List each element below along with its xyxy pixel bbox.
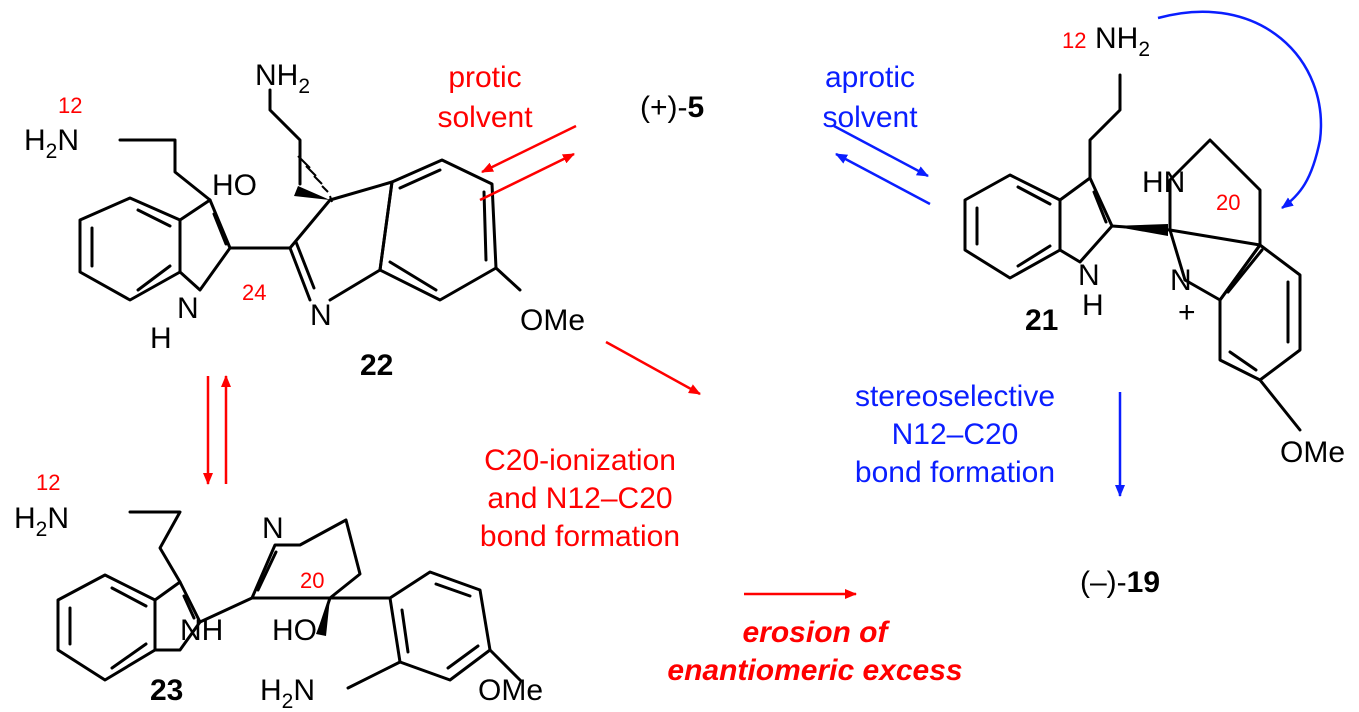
molecule-22-bonds — [78, 88, 522, 302]
arrow-5-to-22 — [481, 124, 577, 174]
arrow-21-to-5 — [835, 152, 931, 206]
molecule-22-nh2-label: NH2 — [255, 59, 310, 98]
arrow-22-to-ionization — [605, 340, 701, 396]
molecule-21-compound-number: 21 — [1025, 304, 1058, 337]
molecule-23-h2n-aniline-label: H2N — [260, 674, 315, 712]
molecule-21: 12 NH2 HN 20 N H N + OMe 21 — [963, 22, 1345, 469]
ionization-text-line3: bond formation — [480, 520, 680, 553]
erosion-text-line2: enantiomeric excess — [667, 654, 962, 687]
molecule-21-nh2-label: NH2 — [1095, 22, 1150, 61]
aprotic-label-line2: solvent — [822, 101, 918, 134]
molecule-23: 12 H2N N 20 NH HO H2N OMe 23 — [14, 470, 543, 712]
molecule-21-hn-label: HN — [1142, 166, 1185, 199]
molecule-22-indole-n-label: N — [177, 292, 199, 325]
stereo-text-line1: stereoselective — [855, 380, 1055, 413]
aprotic-label-line1: aprotic — [825, 61, 915, 94]
molecule-21-bonds — [963, 73, 1302, 432]
compound-5-label: (+)-5 — [640, 91, 704, 124]
molecule-22-ome-label: OMe — [520, 304, 585, 337]
molecule-23-compound-number: 23 — [150, 674, 183, 707]
ionization-text-line1: C20-ionization — [484, 444, 676, 477]
compound-19-label: (–)-19 — [1080, 566, 1160, 599]
stereo-text-line2: N12–C20 — [892, 418, 1019, 451]
molecule-21-indole-n-label: N — [1078, 259, 1100, 292]
protic-label-line2: solvent — [437, 101, 533, 134]
molecule-22-n12-label: 12 — [58, 93, 82, 118]
molecule-22-h2n-label: H2N — [24, 124, 79, 163]
molecule-23-ho-label: HO — [272, 614, 317, 647]
arrow-22-to-5 — [479, 152, 575, 202]
molecule-23-imine-n-label: N — [262, 512, 284, 545]
curved-arrow-nh2-attack — [1157, 10, 1323, 210]
molecule-23-wedge-bond — [316, 598, 330, 636]
molecule-21-n12-label: 12 — [1062, 28, 1086, 53]
molecule-22-imine-n-label: N — [310, 299, 332, 332]
arrow-5-to-21 — [833, 124, 929, 178]
molecule-21-plus-charge: + — [1178, 296, 1196, 329]
erosion-text-line1: erosion of — [742, 616, 890, 649]
molecule-22-wedge-bond — [294, 186, 330, 200]
molecule-21-imine-n-label: N — [1170, 264, 1192, 297]
molecule-22-c24-label: 24 — [242, 280, 266, 305]
molecule-21-wedge-bond — [1112, 224, 1168, 236]
molecule-22-indole-h-label: H — [150, 322, 172, 355]
stereo-text-line3: bond formation — [855, 456, 1055, 489]
molecule-23-nh-label: NH — [180, 614, 223, 647]
ionization-text-line2: and N12–C20 — [487, 482, 672, 515]
molecule-23-c20-label: 20 — [300, 568, 324, 593]
molecule-23-ome-label: OMe — [478, 674, 543, 707]
molecule-22-hash-bond — [297, 155, 333, 203]
molecule-22-compound-number: 22 — [360, 349, 393, 382]
molecule-21-ome-label: OMe — [1280, 436, 1345, 469]
molecule-22-ho-label: HO — [212, 169, 257, 202]
molecule-23-bonds — [56, 510, 522, 690]
molecule-23-n12-label: 12 — [36, 470, 60, 495]
molecule-23-h2n-label: H2N — [14, 502, 69, 541]
molecule-21-c20-label: 20 — [1216, 190, 1240, 215]
molecule-22: 12 H2N NH2 HO 24 N H N OMe 22 — [24, 59, 585, 382]
protic-label-line1: protic — [448, 61, 521, 94]
molecule-21-indole-h-label: H — [1082, 289, 1104, 322]
